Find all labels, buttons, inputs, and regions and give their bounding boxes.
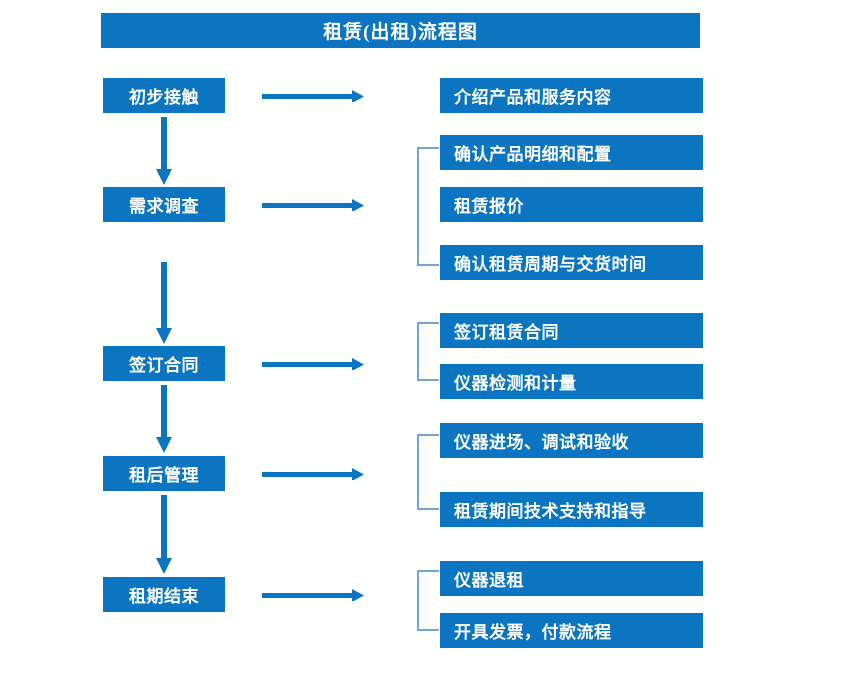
group-bracket-sign-contract bbox=[417, 322, 439, 381]
right-arrow-icon-2 bbox=[262, 198, 364, 212]
detail-label: 仪器检测和计量 bbox=[454, 374, 577, 393]
diagram-title-text: 租赁(出租)流程图 bbox=[323, 22, 478, 43]
stage-label: 需求调查 bbox=[129, 197, 199, 216]
down-arrow-icon-3 bbox=[156, 385, 172, 453]
detail-label: 仪器进场、调试和验收 bbox=[454, 433, 629, 452]
diagram-title-banner: 租赁(出租)流程图 bbox=[101, 13, 700, 48]
stage-label: 租期结束 bbox=[129, 587, 199, 606]
detail-box-confirm-product-spec[interactable]: 确认产品明细和配置 bbox=[440, 135, 703, 170]
detail-box-confirm-lease-period-delivery[interactable]: 确认租赁周期与交货时间 bbox=[440, 245, 703, 280]
detail-label: 租赁报价 bbox=[454, 197, 524, 216]
down-arrow-icon-2 bbox=[156, 262, 172, 344]
group-bracket-post-lease-management bbox=[417, 434, 439, 510]
detail-label: 租赁期间技术支持和指导 bbox=[454, 502, 647, 521]
stage-box-post-lease-management[interactable]: 租后管理 bbox=[103, 456, 225, 491]
detail-label: 签订租赁合同 bbox=[454, 323, 559, 342]
down-arrow-icon-1 bbox=[156, 117, 172, 185]
stage-box-initial-contact[interactable]: 初步接触 bbox=[103, 78, 225, 113]
right-arrow-icon-1 bbox=[262, 89, 364, 103]
stage-box-sign-contract[interactable]: 签订合同 bbox=[103, 346, 225, 381]
detail-box-instrument-entry-debug-acceptance[interactable]: 仪器进场、调试和验收 bbox=[440, 423, 703, 458]
stage-label: 签订合同 bbox=[129, 356, 199, 375]
detail-label: 确认租赁周期与交货时间 bbox=[454, 255, 647, 274]
stage-box-lease-end[interactable]: 租期结束 bbox=[103, 577, 225, 612]
right-arrow-icon-5 bbox=[262, 588, 364, 602]
detail-label: 确认产品明细和配置 bbox=[454, 145, 612, 164]
detail-label: 介绍产品和服务内容 bbox=[454, 88, 612, 107]
detail-box-instrument-return[interactable]: 仪器退租 bbox=[440, 561, 703, 596]
right-arrow-icon-3 bbox=[262, 357, 364, 371]
detail-label: 开具发票，付款流程 bbox=[454, 623, 612, 642]
group-bracket-lease-end bbox=[417, 570, 439, 631]
detail-box-instrument-inspection-metering[interactable]: 仪器检测和计量 bbox=[440, 364, 703, 399]
group-bracket-requirement-survey bbox=[417, 147, 439, 266]
detail-box-technical-support-during-lease[interactable]: 租赁期间技术支持和指导 bbox=[440, 492, 703, 527]
detail-box-lease-quotation[interactable]: 租赁报价 bbox=[440, 187, 703, 222]
detail-box-introduce-products-services[interactable]: 介绍产品和服务内容 bbox=[440, 78, 703, 113]
detail-box-invoice-payment-process[interactable]: 开具发票，付款流程 bbox=[440, 613, 703, 648]
detail-box-sign-lease-contract[interactable]: 签订租赁合同 bbox=[440, 313, 703, 348]
stage-label: 租后管理 bbox=[129, 466, 199, 485]
detail-label: 仪器退租 bbox=[454, 571, 524, 590]
right-arrow-icon-4 bbox=[262, 467, 364, 481]
stage-label: 初步接触 bbox=[129, 88, 199, 107]
stage-box-requirement-survey[interactable]: 需求调查 bbox=[103, 187, 225, 222]
down-arrow-icon-4 bbox=[156, 495, 172, 574]
